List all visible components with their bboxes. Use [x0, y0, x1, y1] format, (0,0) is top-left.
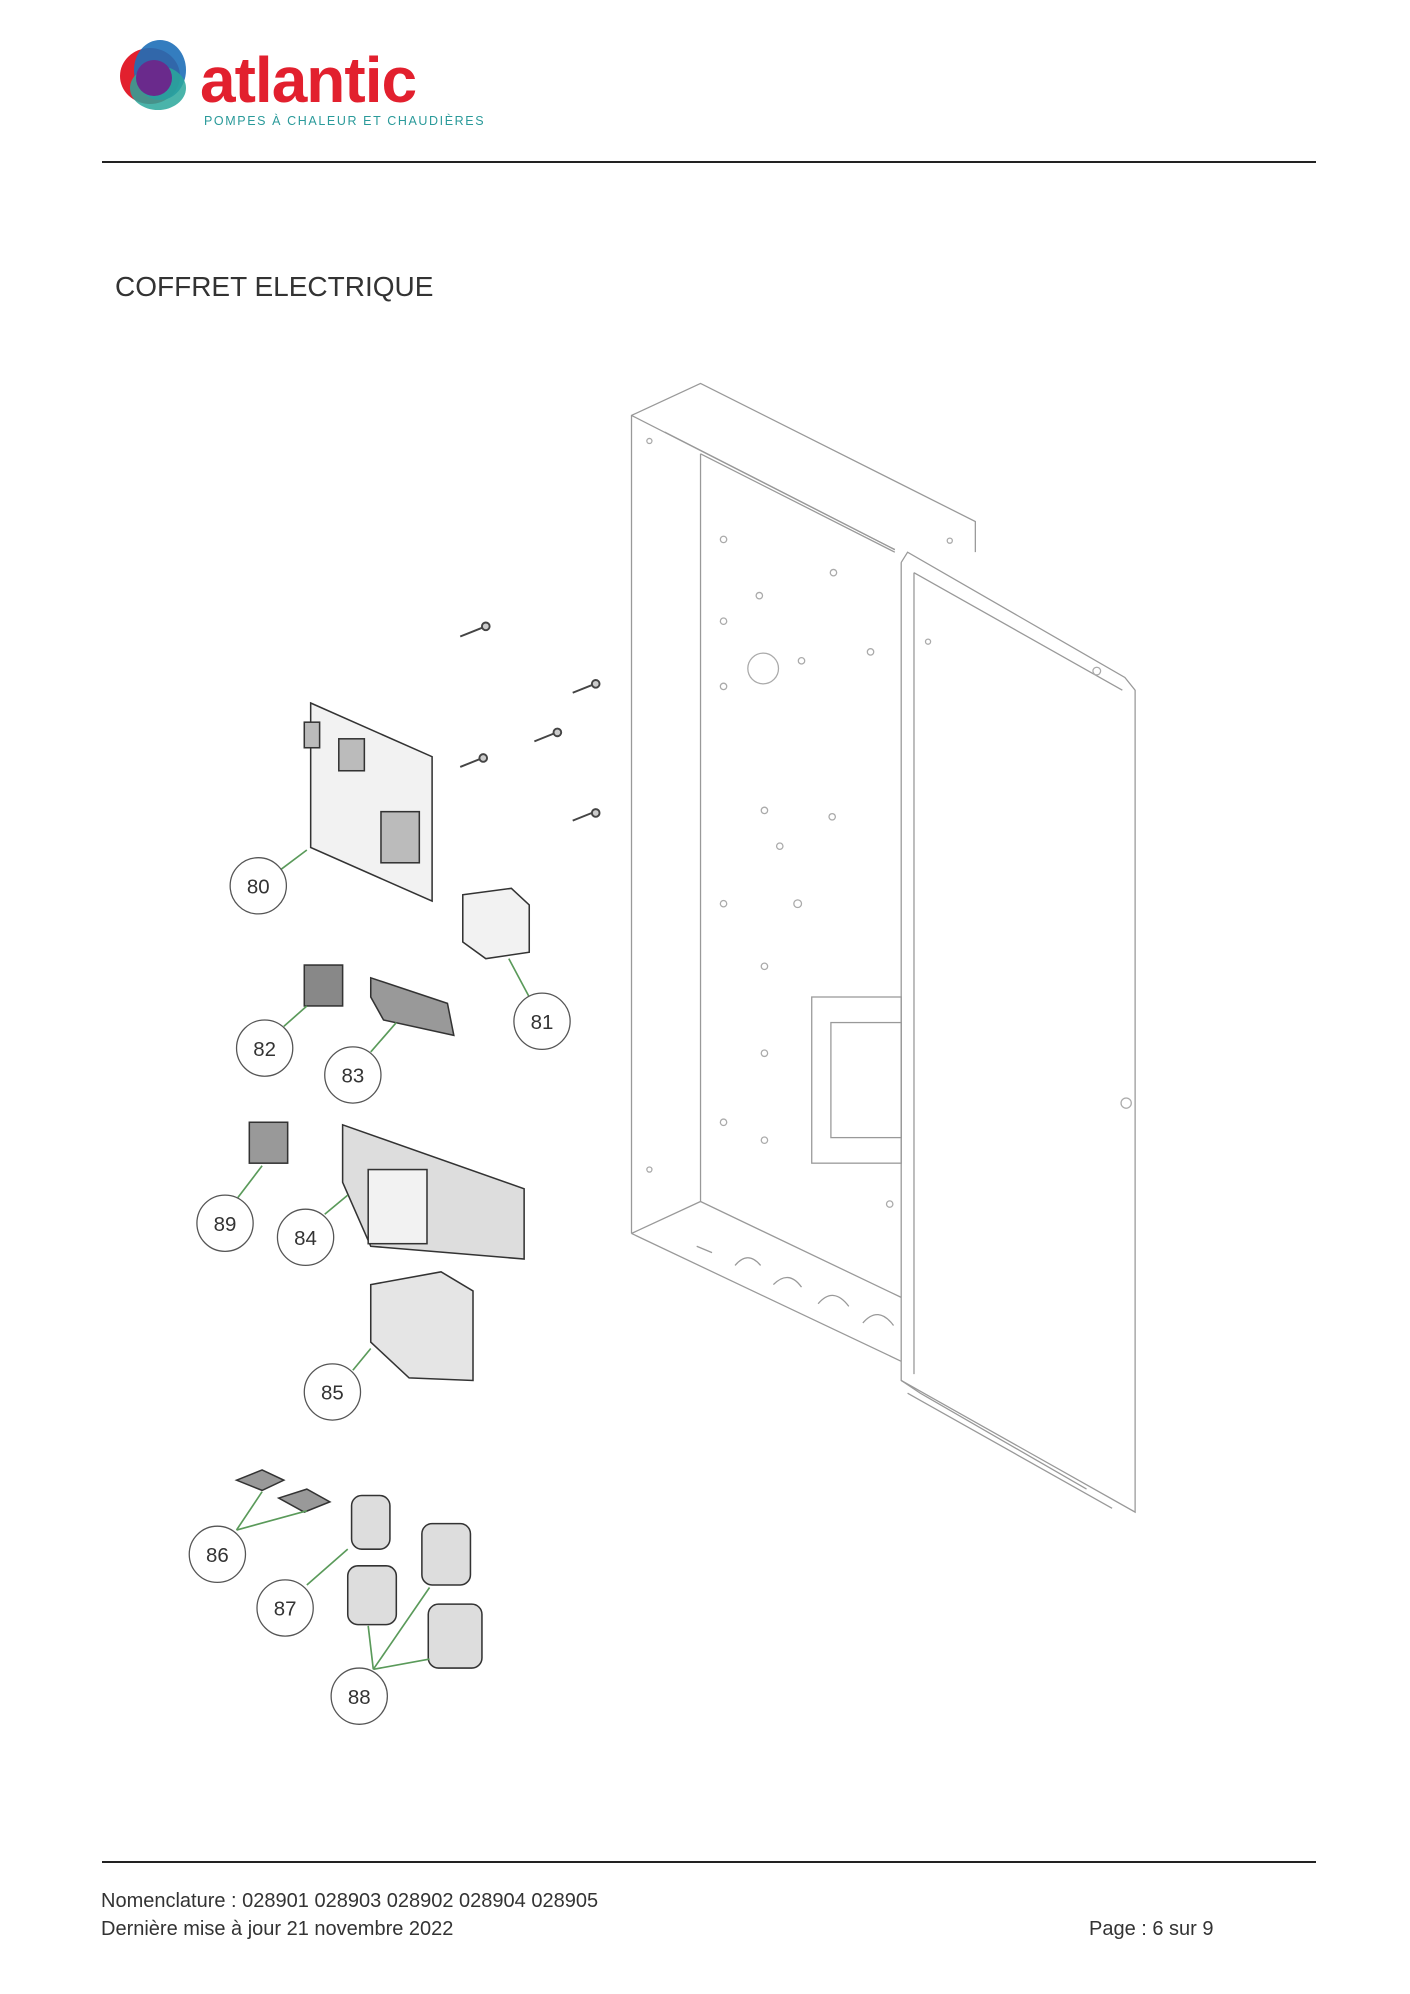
atlantic-logo: atlantic POMPES À CHALEUR ET CHAUDIÈRES [112, 36, 492, 131]
brand-wordmark: atlantic [200, 44, 416, 116]
callout-89: 89 [196, 1194, 254, 1253]
callout-88: 88 [330, 1667, 389, 1725]
footer-page-number: Page : 6 sur 9 [1089, 1918, 1214, 1940]
callout-80: 80 [229, 857, 288, 915]
callout-81: 81 [513, 992, 571, 1051]
svg-text:88: 88 [348, 1686, 371, 1709]
cabinet-holes [646, 437, 1132, 1208]
brand-tagline: POMPES À CHALEUR ET CHAUDIÈRES [204, 113, 485, 128]
switch-part [303, 964, 344, 1007]
svg-text:81: 81 [531, 1011, 554, 1034]
header-divider [102, 161, 1316, 163]
terminal-block-part [369, 976, 455, 1037]
clip-part [276, 1488, 332, 1513]
svg-text:85: 85 [321, 1382, 344, 1405]
callout-84: 84 [276, 1208, 335, 1267]
relay-socket-part [248, 1121, 289, 1164]
callout-86: 86 [188, 1525, 247, 1584]
leader-lines [235, 849, 530, 1671]
callout-87: 87 [256, 1579, 314, 1637]
svg-text:80: 80 [247, 875, 270, 898]
footer-divider [102, 1861, 1316, 1863]
page-title: COFFRET ELECTRIQUE [115, 271, 434, 302]
control-board-relays [380, 810, 421, 864]
callout-82: 82 [235, 1019, 294, 1077]
screws [459, 621, 601, 822]
svg-text:89: 89 [214, 1213, 237, 1236]
svg-text:87: 87 [274, 1598, 297, 1621]
callout-83: 83 [324, 1046, 382, 1104]
svg-text:82: 82 [253, 1038, 276, 1061]
svg-text:86: 86 [206, 1544, 229, 1567]
filter-part [462, 887, 531, 960]
transformer-part [369, 1271, 474, 1382]
clip-part [234, 1469, 286, 1492]
footer-nomenclature: Nomenclature : 028901 028903 028902 0289… [101, 1890, 599, 1912]
callouts: 80 81 82 83 89 84 85 86 87 88 [188, 857, 571, 1725]
svg-text:83: 83 [341, 1065, 364, 1088]
footer-updated: Dernière mise à jour 21 novembre 2022 [101, 1918, 454, 1940]
svg-text:84: 84 [294, 1227, 317, 1250]
cable-glands-part [346, 1494, 483, 1669]
callout-85: 85 [303, 1363, 362, 1421]
control-board-part [309, 701, 433, 903]
cabinet-drawing [630, 382, 1136, 1514]
